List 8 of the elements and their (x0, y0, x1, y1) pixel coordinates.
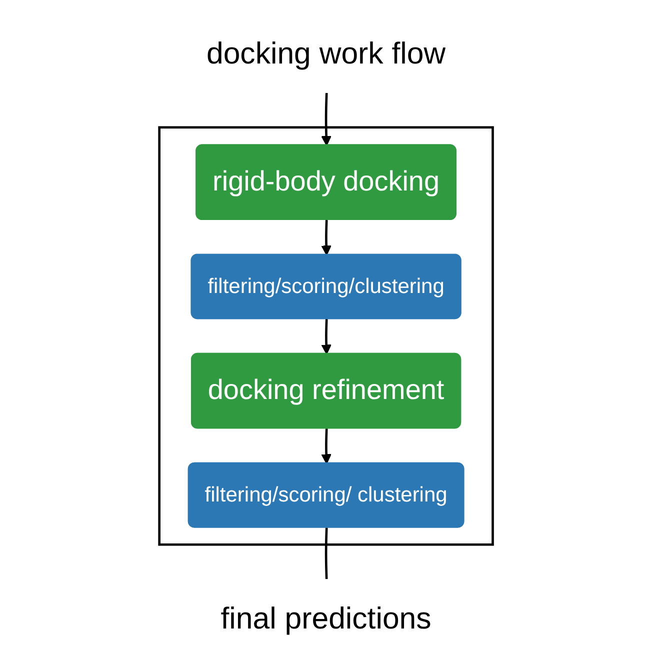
arrow (322, 428, 332, 464)
node-text: docking work flow (206, 35, 446, 70)
arrow (322, 220, 332, 256)
cluster (158, 126, 494, 546)
arrow (322, 92, 332, 146)
connector (325, 528, 328, 580)
arrow (322, 319, 332, 355)
node-text: final predictions (221, 600, 432, 636)
